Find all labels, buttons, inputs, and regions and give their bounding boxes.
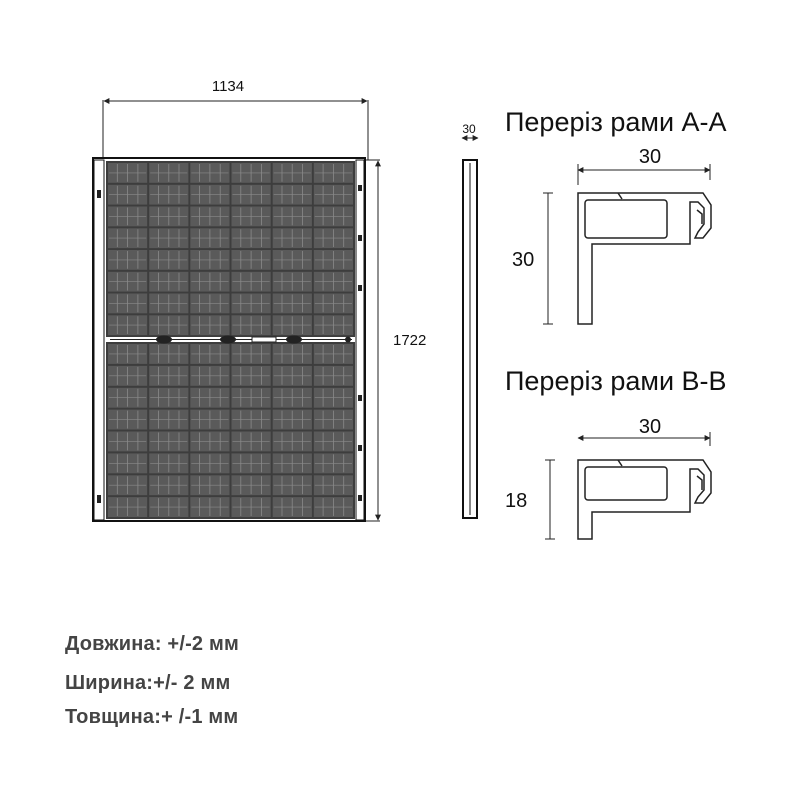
right-frame-rail: [355, 159, 365, 521]
width-tolerance: Ширина:+/- 2 мм: [65, 672, 231, 694]
section-a-title: Переріз рами A-A: [505, 107, 727, 137]
section-b: Переріз рами B-B 30 18: [505, 366, 727, 540]
section-b-profile: [577, 459, 712, 540]
connector: [345, 336, 351, 343]
left-frame-rail: [93, 159, 105, 521]
width-label: 1134: [212, 78, 244, 95]
mounting-hole: [358, 445, 362, 451]
length-tolerance: Довжина: +/-2 мм: [65, 633, 240, 655]
thickness-label: 30: [462, 122, 476, 136]
junction-box-3: [286, 335, 302, 344]
width-dimension: 1134: [102, 78, 369, 160]
mounting-holes: [97, 185, 362, 503]
junction-box-center: [251, 336, 277, 343]
section-a-width-label: 30: [639, 146, 661, 168]
side-view: 30: [461, 122, 479, 519]
solar-cells: [108, 163, 353, 517]
section-a-profile: [577, 192, 712, 325]
mounting-hole: [358, 495, 362, 501]
section-a-height-label: 30: [512, 249, 534, 271]
mounting-hole: [358, 235, 362, 241]
mounting-hole: [358, 285, 362, 291]
junction-box-2: [220, 335, 236, 344]
junction-boxes: [106, 335, 355, 344]
front-view: 1134 1722: [92, 78, 426, 522]
junction-box-1: [156, 335, 172, 344]
section-b-title: Переріз рами B-B: [505, 366, 727, 396]
thickness-tolerance: Товщина:+ /-1 мм: [65, 706, 239, 728]
section-b-height-label: 18: [505, 490, 527, 512]
mounting-hole: [97, 495, 101, 503]
mounting-hole: [97, 190, 101, 198]
mounting-hole: [358, 185, 362, 191]
section-b-width-label: 30: [639, 416, 661, 438]
height-label: 1722: [393, 332, 426, 349]
height-dimension: 1722: [362, 159, 426, 522]
mounting-hole: [358, 395, 362, 401]
section-a: Переріз рами A-A 30 30: [505, 107, 727, 325]
